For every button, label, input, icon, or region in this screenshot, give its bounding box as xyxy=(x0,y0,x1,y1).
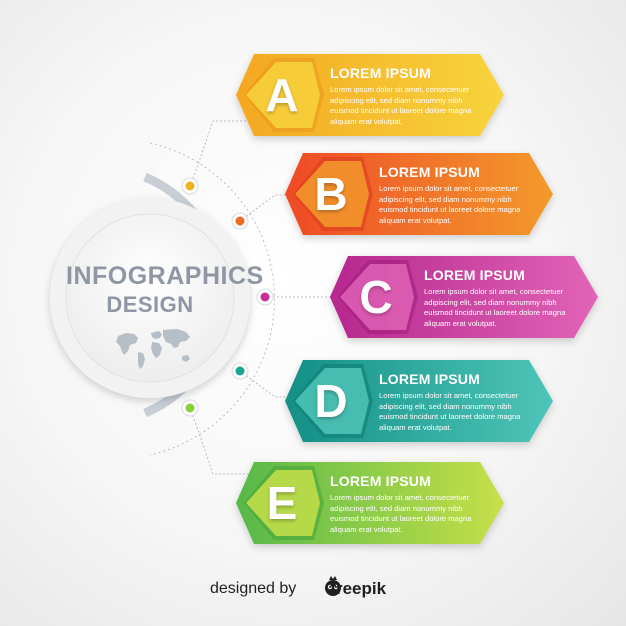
timeline-dot-e xyxy=(181,399,199,417)
banner-body-line: Lorem ipsum dolor sit amet, consectetuer xyxy=(424,287,564,296)
banner-body-line: Lorem ipsum dolor sit amet, consectetuer xyxy=(379,184,519,193)
banner-body-e: Lorem ipsum dolor sit amet, consectetuer… xyxy=(330,493,480,535)
banner-body-line: adipiscing elit, sed diam nonummy nibh xyxy=(379,194,512,204)
banner-body-line: adipiscing elit, sed diam nonummy nibh xyxy=(424,297,557,307)
banner-body-line: euismod tincidunt ut laoreet dolore magn… xyxy=(379,205,521,215)
banner-body-line: aliquam erat volutpat. xyxy=(424,318,497,328)
letter-tab-face-e xyxy=(246,470,320,536)
banner-body-line: euismod tincidunt ut laoreet dolore magn… xyxy=(379,412,521,422)
banner-c: C LOREM IPSUM Lorem ipsum dolor sit amet, … xyxy=(330,256,626,340)
infographic-title-line1: INFOGRAPHICS xyxy=(66,262,264,290)
banner-body-c: Lorem ipsum dolor sit amet, consectetuer… xyxy=(424,287,574,329)
banner-title-b: LOREM IPSUM xyxy=(379,164,480,180)
footer-credit: designed by freepik xyxy=(210,576,470,602)
banner-body-line: adipiscing elit, sed diam nonummy nibh xyxy=(330,95,463,105)
banner-body-line: adipiscing elit, sed diam nonummy nibh xyxy=(379,401,512,411)
banner-shape-e xyxy=(236,462,504,544)
designed-by-text: designed by xyxy=(210,580,297,597)
banner-shape-b xyxy=(285,153,553,235)
banner-letter-a: A xyxy=(265,69,299,121)
banner-title-d: LOREM IPSUM xyxy=(379,371,480,387)
letter-tab-face-d xyxy=(295,368,369,434)
banner-body-line: euismod tincidunt ut laoreet dolore magn… xyxy=(330,514,472,524)
freepik-brand-text: freepik xyxy=(330,579,387,598)
banner-body-line: Lorem ipsum dolor sit amet, consectetuer xyxy=(330,493,470,502)
central-circle xyxy=(50,198,250,398)
banner-body-line: aliquam erat volutpat. xyxy=(330,116,403,126)
banner-letter-d: D xyxy=(314,375,348,427)
banner-title-a: LOREM IPSUM xyxy=(330,65,431,81)
timeline-dots xyxy=(181,177,274,417)
banner-title-e: LOREM IPSUM xyxy=(330,473,431,489)
banner-letter-e: E xyxy=(266,477,298,529)
letter-tab-face-a xyxy=(246,62,320,128)
infographic-title-line2: DESIGN xyxy=(106,292,194,317)
banner-shapes xyxy=(236,54,598,544)
banner-b: B LOREM IPSUM Lorem ipsum dolor sit amet, … xyxy=(285,153,605,237)
banner-body-line: Lorem ipsum dolor sit amet, consectetuer xyxy=(379,391,519,400)
banner-shape-d xyxy=(285,360,553,442)
banner-e: E LOREM IPSUM Lorem ipsum dolor sit amet, … xyxy=(236,462,556,546)
banner-body-line: aliquam erat volutpat. xyxy=(330,524,403,534)
banner-title-c: LOREM IPSUM xyxy=(424,267,525,283)
banner-body-line: aliquam erat volutpat. xyxy=(379,215,452,225)
timeline-dot-c xyxy=(256,288,274,306)
banner-body-line: adipiscing elit, sed diam nonummy nibh xyxy=(330,503,463,513)
dashed-guide-arc xyxy=(149,142,275,456)
connector-d xyxy=(239,370,291,398)
connector-a xyxy=(189,120,262,187)
banner-letter-c: C xyxy=(359,271,393,323)
banner-d: D LOREM IPSUM Lorem ipsum dolor sit amet, … xyxy=(285,360,605,444)
letter-tab-face-b xyxy=(295,161,369,227)
timeline-dot-b xyxy=(231,212,249,230)
world-map-icon xyxy=(116,329,190,369)
timeline-dot-d xyxy=(231,362,249,380)
connector-b xyxy=(239,194,291,222)
banner-body-line: euismod tincidunt ut laoreet dolore magn… xyxy=(330,106,472,116)
banner-body-line: euismod tincidunt ut laoreet dolore magn… xyxy=(424,308,566,318)
banner-body-a: Lorem ipsum dolor sit amet, consectetuer… xyxy=(330,85,480,127)
banner-body-line: aliquam erat volutpat. xyxy=(379,422,452,432)
connector-lines xyxy=(189,120,330,475)
banner-letter-b: B xyxy=(314,168,348,220)
banner-body-line: Lorem ipsum dolor sit amet, consectetuer xyxy=(330,85,470,94)
timeline-dot-a xyxy=(181,177,199,195)
letter-tab-face-c xyxy=(340,264,414,330)
banner-shape-c xyxy=(330,256,598,338)
freepik-logo-icon xyxy=(325,576,341,596)
banner-body-b: Lorem ipsum dolor sit amet, consectetuer… xyxy=(379,184,529,226)
banner-body-d: Lorem ipsum dolor sit amet, consectetuer… xyxy=(379,391,529,433)
banner-a: A LOREM IPSUM Lorem ipsum dolor sit amet, … xyxy=(236,54,556,138)
banner-shape-a xyxy=(236,54,504,136)
